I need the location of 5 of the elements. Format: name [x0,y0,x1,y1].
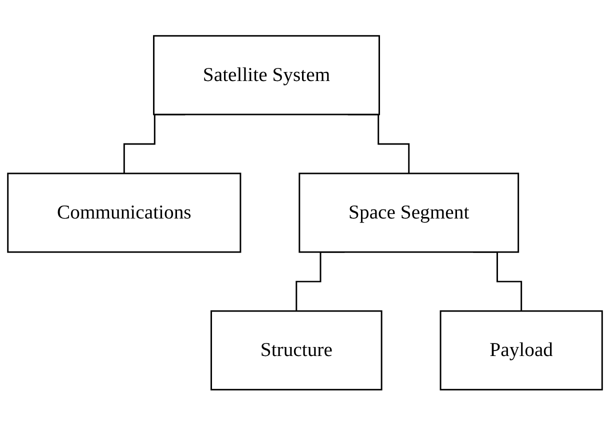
node-box: Payload [440,310,603,391]
node-box: Space Segment [298,172,520,254]
node-box: Communications [7,172,242,254]
node-box: Satellite System [153,35,380,116]
node-box: Structure [210,310,382,391]
